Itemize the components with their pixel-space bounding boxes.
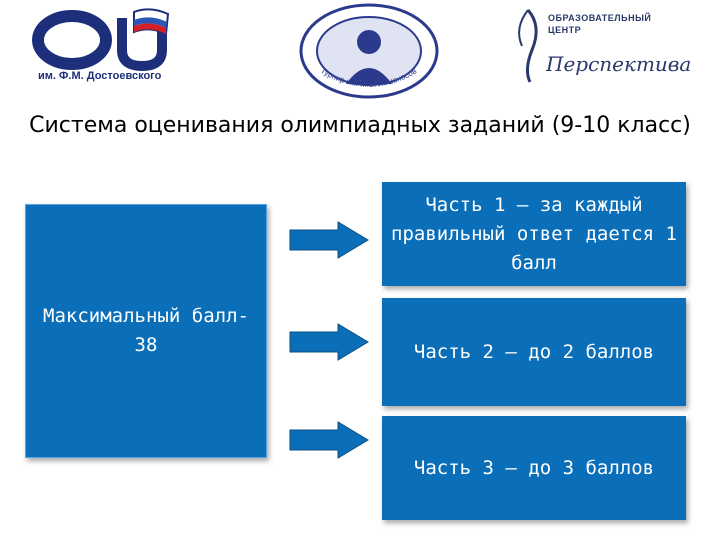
center-line2: ЦЕНТР xyxy=(548,25,582,35)
arrow-right-icon xyxy=(289,421,369,459)
omgu-caption: им. Ф.М. Достоевского xyxy=(38,70,162,82)
max-score-text: Максимальный балл- 38 xyxy=(43,305,249,356)
part-2-box: Часть 2 – до 2 баллов xyxy=(382,298,686,406)
omgu-emblem-icon xyxy=(32,8,170,72)
perspektiva-center-logo: ОБРАЗОВАТЕЛЬНЫЙ ЦЕНТР Перспектива xyxy=(508,2,692,92)
center-name: Перспектива xyxy=(546,52,692,76)
center-line1: ОБРАЗОВАТЕЛЬНЫЙ xyxy=(548,13,652,23)
lomonosov-seal-logo: Турнир им. М.В. Ломоносова xyxy=(296,0,440,100)
part-3-box: Часть 3 – до 3 баллов xyxy=(382,416,686,520)
part-1-text: Часть 1 – за каждый правильный ответ дае… xyxy=(391,193,677,274)
slide-title: Система оценивания олимпиадных заданий (… xyxy=(29,113,691,138)
part-3-text: Часть 3 – до 3 баллов xyxy=(413,456,655,479)
part-2-text: Часть 2 – до 2 баллов xyxy=(413,340,655,363)
arrow-right-icon xyxy=(289,221,369,259)
quill-icon xyxy=(518,9,538,83)
arrow-right-icon xyxy=(289,323,369,361)
part-1-box: Часть 1 – за каждый правильный ответ дае… xyxy=(382,182,686,286)
seal-emblem-icon: Турнир им. М.В. Ломоносова xyxy=(296,0,439,99)
max-score-box: Максимальный балл- 38 xyxy=(25,204,267,458)
omgu-logo: им. Ф.М. Достоевского xyxy=(30,8,190,88)
